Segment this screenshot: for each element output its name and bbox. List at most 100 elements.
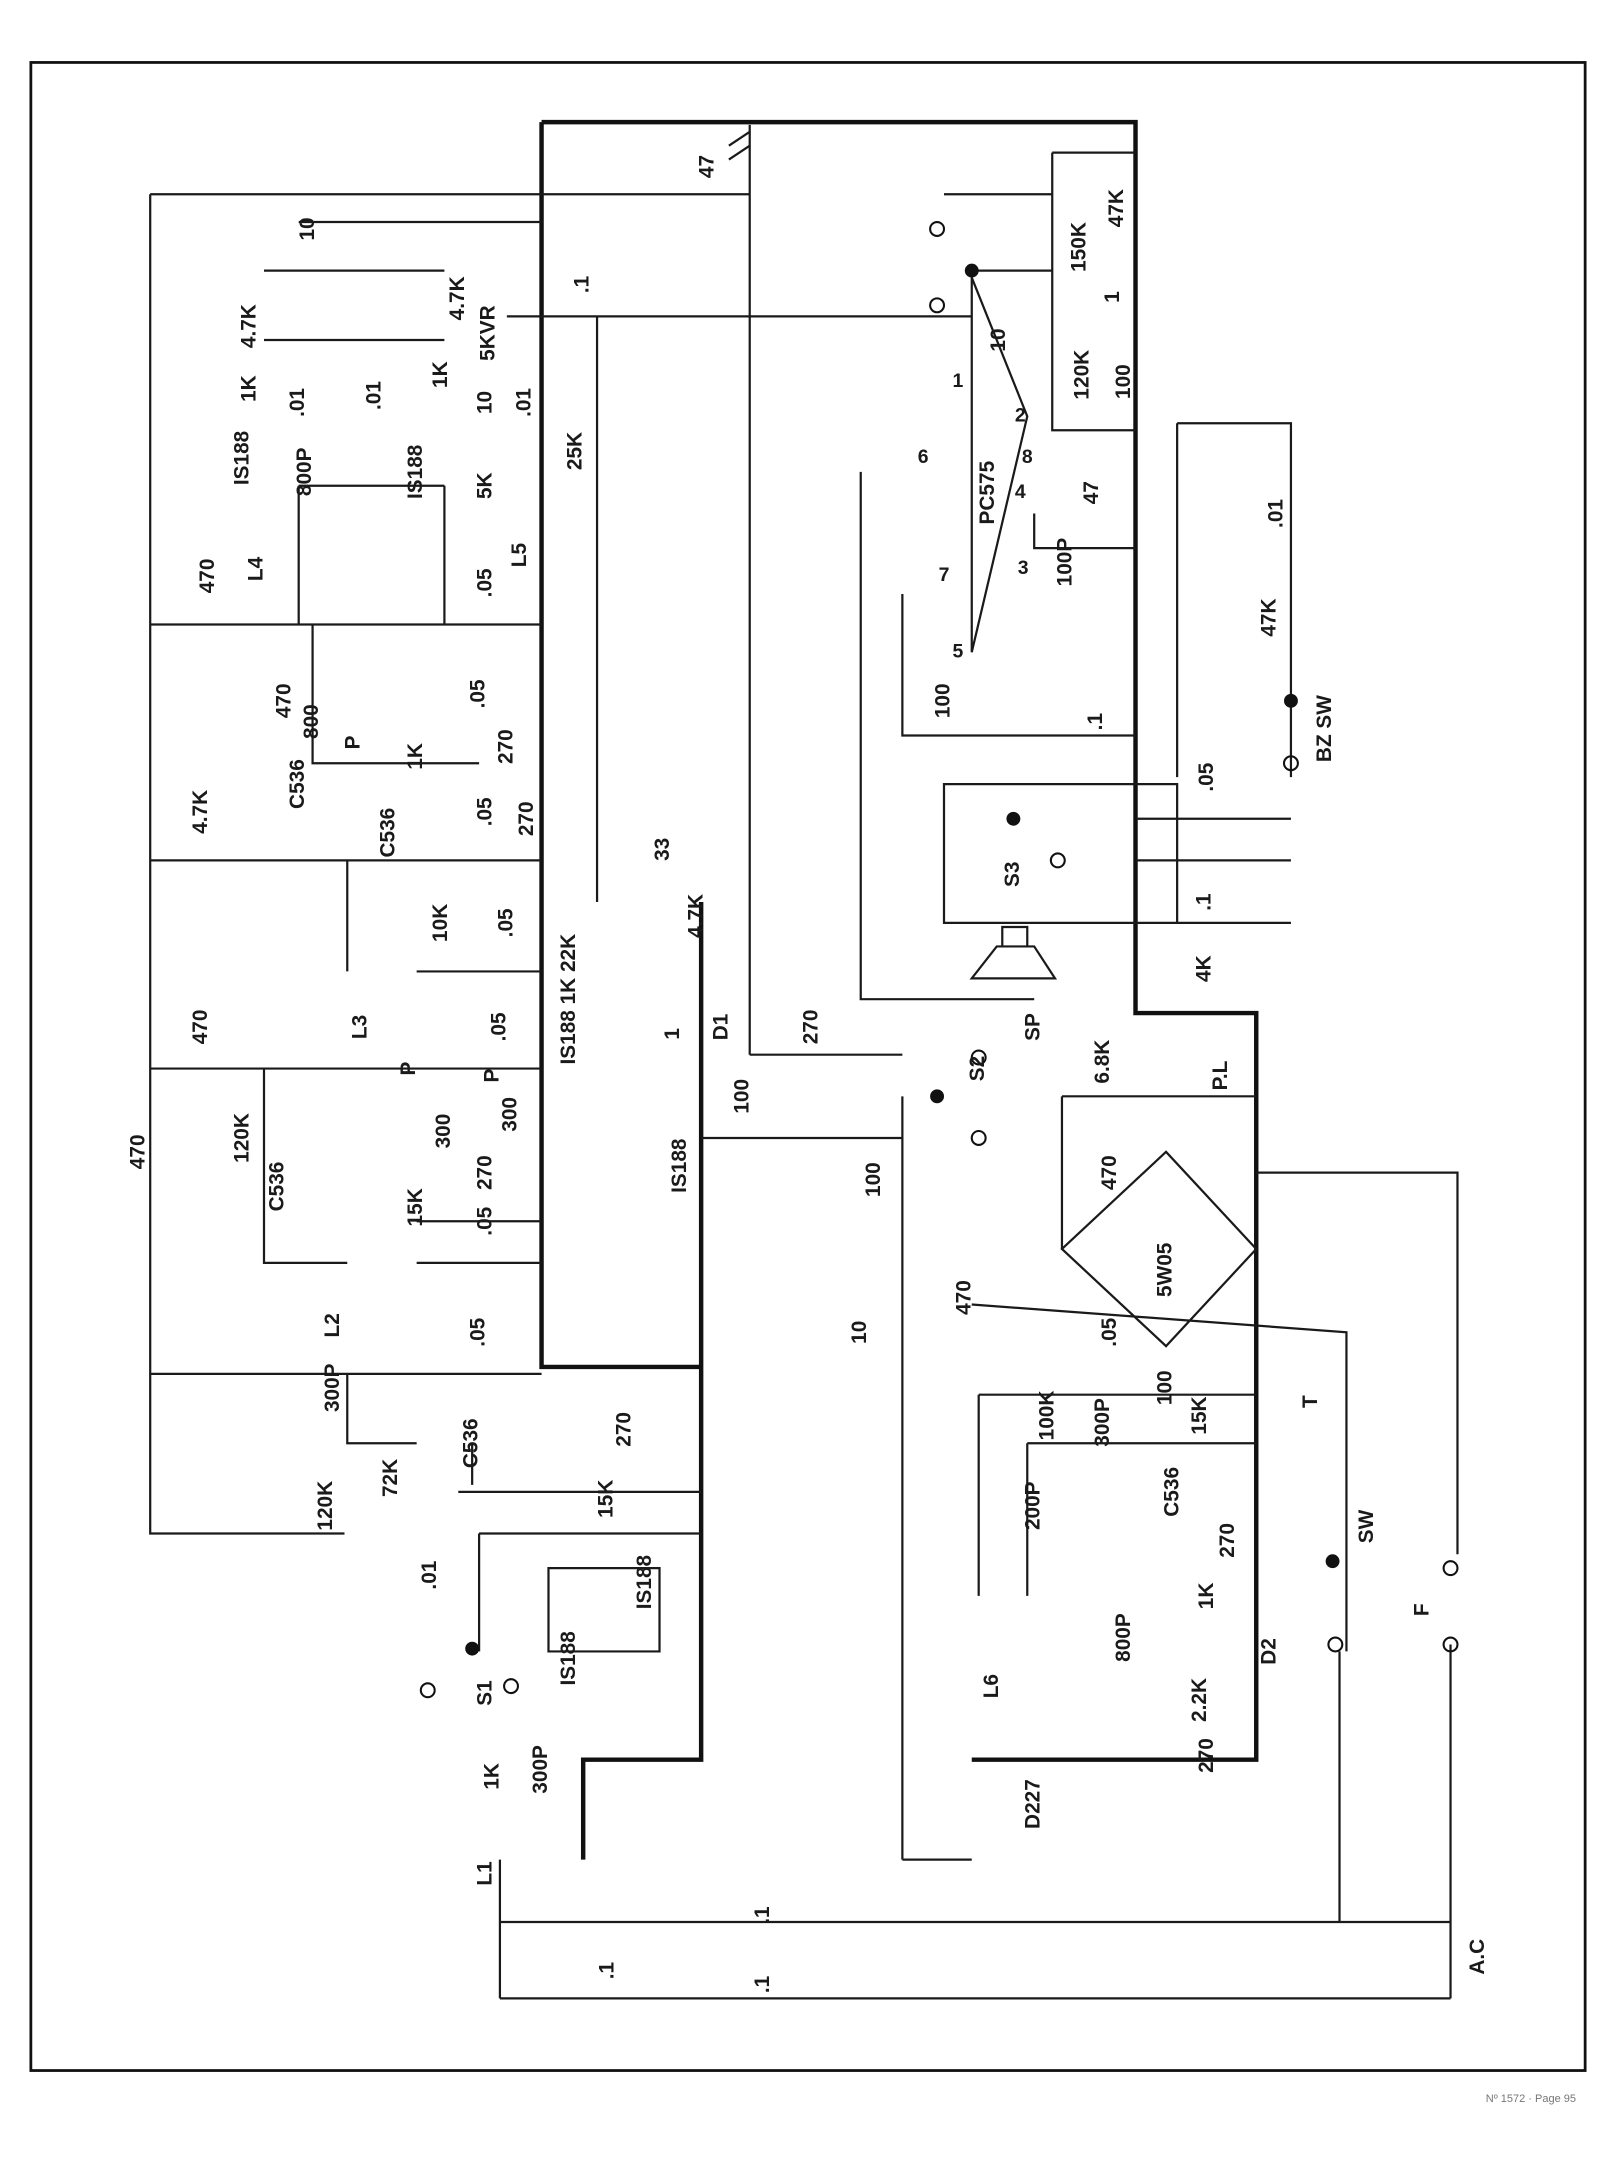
component-label: .05: [474, 568, 497, 597]
component-label: .05: [474, 797, 497, 826]
component-label: 100: [1112, 364, 1135, 399]
component-label: 25K: [564, 432, 587, 470]
component-label: 300: [432, 1114, 455, 1149]
component-label: 470: [952, 1280, 975, 1315]
component-label: 7: [939, 564, 950, 586]
component-symbols: [419, 130, 1459, 1699]
page-footer: Nº 1572 · Page 95: [1485, 2093, 1576, 2105]
component-label: 6: [918, 446, 929, 468]
component-label: 6.8K: [1091, 1040, 1114, 1084]
component-label: 800: [300, 704, 323, 739]
component-label: 100: [862, 1162, 885, 1197]
component-label: 270: [1216, 1523, 1239, 1558]
component-label: IS188: [231, 431, 254, 485]
component-label: 470: [272, 683, 295, 718]
component-label: L2: [321, 1313, 344, 1337]
component-label: L1: [474, 1861, 497, 1885]
component-label: 1: [952, 370, 963, 392]
component-label: 100P: [1054, 538, 1077, 587]
component-label: 200P: [1022, 1481, 1045, 1530]
component-label: L4: [245, 556, 268, 581]
component-label: .01: [286, 388, 309, 417]
component-label: .01: [363, 381, 386, 410]
component-label: .05: [1098, 1318, 1121, 1347]
component-label: BZ SW: [1313, 695, 1336, 762]
component-label: D227: [1022, 1779, 1045, 1829]
component-label: C536: [460, 1418, 483, 1468]
component-label: 10K: [429, 904, 452, 942]
component-label: 10: [474, 391, 497, 414]
component-label: .05: [1195, 763, 1218, 792]
component-label: 270: [474, 1155, 497, 1190]
component-label: .01: [418, 1561, 441, 1590]
component-label: 120K: [314, 1481, 337, 1531]
component-label: .05: [494, 908, 517, 937]
component-label: 470: [196, 559, 219, 594]
component-label: 100: [1154, 1370, 1177, 1405]
component-label: 1K: [480, 1763, 503, 1790]
component-label: 10: [987, 328, 1010, 351]
component-label: 8: [1022, 446, 1033, 468]
component-label: 10: [848, 1321, 871, 1344]
component-label: 300P: [1091, 1398, 1114, 1447]
component-label: 15K: [1188, 1396, 1211, 1434]
component-label: .1: [751, 1906, 774, 1923]
component-label: C536: [1160, 1467, 1183, 1517]
component-label: 120K: [1070, 350, 1093, 400]
component-label: T: [1299, 1395, 1322, 1408]
component-label: PC575: [976, 461, 999, 525]
component-label: .01: [1265, 499, 1288, 528]
component-label: .1: [571, 276, 594, 293]
component-label: 300P: [529, 1745, 552, 1794]
component-label: 4K: [1192, 955, 1215, 982]
component-label: 4.7K: [238, 304, 261, 348]
component-label: 15K: [404, 1188, 427, 1226]
page-border: [29, 61, 1587, 2072]
component-labels: 47104.7K1KIS188.01800P.01IS1884.7K1K5KVR…: [127, 155, 1489, 1993]
component-label: .05: [467, 1318, 490, 1347]
component-label: 2.2K: [1188, 1678, 1211, 1722]
component-label: 4: [1015, 481, 1026, 503]
component-label: 270: [612, 1412, 635, 1447]
component-label: 47: [1080, 481, 1103, 504]
component-label: 3: [1018, 557, 1029, 579]
component-label: IS188 1K 22K: [557, 934, 580, 1065]
component-label: .1: [751, 1976, 774, 1993]
component-label: SW: [1355, 1509, 1378, 1543]
component-label: 2: [1015, 404, 1026, 426]
component-label: 47: [696, 155, 719, 178]
component-label: S3: [1001, 862, 1024, 887]
component-label: 5: [952, 640, 963, 662]
component-label: IS188: [557, 1631, 580, 1685]
component-label: .1: [596, 1962, 619, 1979]
component-label: 150K: [1068, 222, 1091, 272]
component-label: 1K: [1195, 1583, 1218, 1610]
component-label: 300P: [321, 1363, 344, 1412]
component-label: .05: [467, 679, 490, 708]
component-label: 270: [515, 801, 538, 836]
component-label: P: [480, 1068, 503, 1082]
component-label: 470: [127, 1134, 150, 1169]
component-label: L5: [508, 543, 531, 567]
component-label: L6: [980, 1674, 1003, 1698]
component-label: 4.7K: [684, 894, 707, 938]
wiring: [149, 119, 1459, 2000]
component-label: 270: [494, 729, 517, 764]
component-label: 470: [189, 1010, 212, 1045]
component-label: 270: [800, 1010, 823, 1045]
component-label: 120K: [231, 1113, 254, 1163]
component-label: F: [1410, 1603, 1433, 1616]
component-label: C536: [376, 808, 399, 858]
component-label: 1: [1101, 291, 1124, 303]
component-label: 10: [296, 217, 319, 240]
component-label: C536: [286, 759, 309, 809]
component-label: 15K: [594, 1480, 617, 1518]
component-label: 47K: [1105, 189, 1128, 227]
component-label: 100: [730, 1079, 753, 1114]
component-label: 300: [499, 1097, 522, 1132]
component-label: P.L: [1209, 1060, 1232, 1090]
component-label: IS188: [668, 1139, 691, 1193]
component-label: 800P: [293, 447, 316, 496]
